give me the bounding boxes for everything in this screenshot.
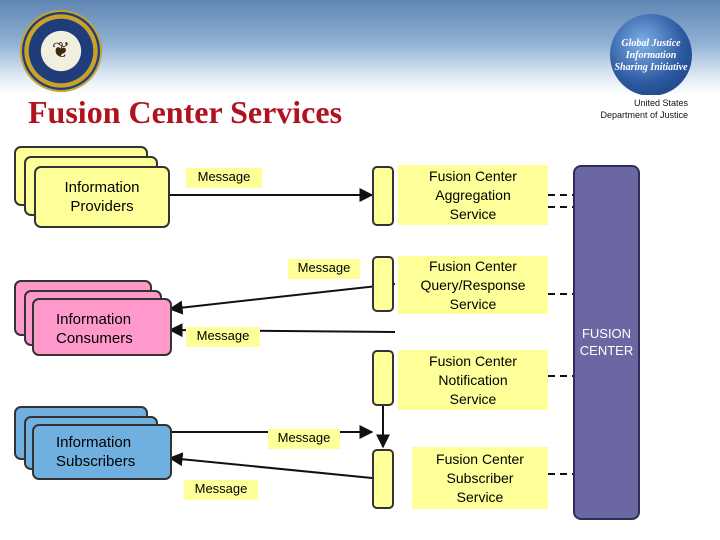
- query-response-service: Fusion Center Query/Response Service: [398, 256, 548, 314]
- query-port: [372, 256, 394, 312]
- message-label-subscriber-service: Message: [184, 480, 258, 500]
- aggregation-service: Fusion Center Aggregation Service: [398, 165, 548, 225]
- header-banner: ❦ Global Justice Information Sharing Ini…: [0, 0, 720, 95]
- message-label-providers: Message: [186, 168, 262, 188]
- doj-seal-icon: ❦: [22, 12, 100, 90]
- global-justice-logo: Global Justice Information Sharing Initi…: [610, 14, 692, 95]
- page-title: Fusion Center Services: [28, 94, 343, 130]
- message-label-subscribers: Message: [268, 429, 340, 449]
- notification-service: Fusion Center Notification Service: [398, 350, 548, 410]
- providers-label: Information Providers: [64, 179, 140, 215]
- org-name: United States Department of Justice: [600, 98, 688, 120]
- query-to-consumers-arrow: [168, 283, 396, 315]
- subscriber-service: Fusion Center Subscriber Service: [412, 447, 548, 509]
- eagle-icon: ❦: [51, 37, 71, 63]
- subscribers-box: [32, 424, 172, 480]
- consumers-label: Information Consumers: [56, 311, 133, 347]
- aggregation-port: [372, 166, 394, 226]
- subscriber-service-to-subscribers-arrow: [168, 452, 373, 479]
- global-justice-logo-text: Global Justice Information Sharing Initi…: [614, 38, 688, 73]
- providers-box: [34, 166, 170, 228]
- notification-port: [372, 350, 394, 406]
- fusion-center-column: [573, 165, 640, 520]
- consumers-box: [32, 298, 172, 356]
- fusion-center-label: FUSION CENTER: [579, 326, 634, 358]
- subscriber-port: [372, 449, 394, 509]
- message-label-consumers: Message: [186, 327, 260, 347]
- subscribers-label: Information Subscribers: [56, 434, 136, 470]
- message-label-query: Message: [288, 259, 360, 279]
